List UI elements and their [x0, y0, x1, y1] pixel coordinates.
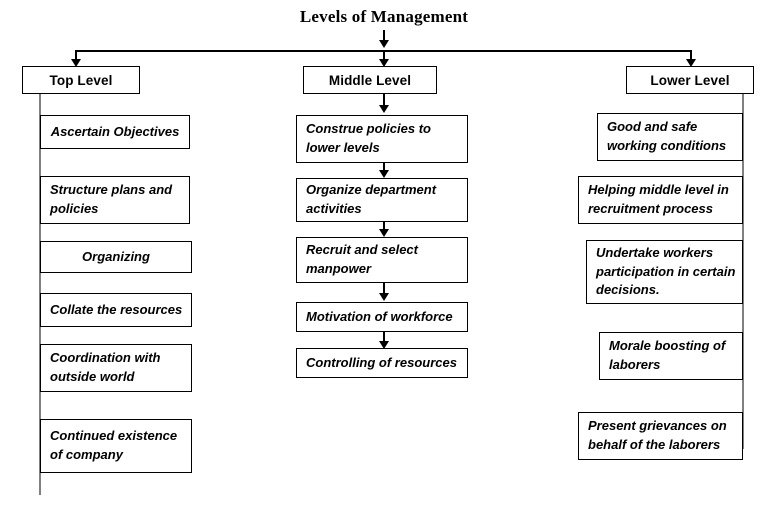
- middle-level-item-3[interactable]: Recruit and select manpower: [296, 237, 468, 283]
- lower-level-item-5[interactable]: Present grievances on behalf of the labo…: [578, 412, 743, 460]
- branch-arrowhead-middle-level: [379, 59, 389, 67]
- column-header-top-level[interactable]: Top Level: [22, 66, 140, 94]
- title-stem-line: [383, 30, 385, 42]
- top-level-item-1[interactable]: Ascertain Objectives: [40, 115, 190, 149]
- spine-line-top-level: [39, 94, 41, 495]
- branch-line-top-level: [75, 50, 77, 62]
- lower-level-item-2[interactable]: Helping middle level in recruitment proc…: [578, 176, 743, 224]
- middle-connector-arrowhead-1: [379, 170, 389, 178]
- title-stem-arrowhead: [379, 40, 389, 48]
- top-level-item-6[interactable]: Continued existence of company: [40, 419, 192, 473]
- top-level-item-5[interactable]: Coordination with outside world: [40, 344, 192, 392]
- top-level-item-3[interactable]: Organizing: [40, 241, 192, 273]
- middle-level-item-5[interactable]: Controlling of resources: [296, 348, 468, 378]
- branch-line-middle-level: [383, 50, 385, 62]
- lower-level-item-3[interactable]: Undertake workers participation in certa…: [586, 240, 743, 304]
- column-header-lower-level[interactable]: Lower Level: [626, 66, 754, 94]
- middle-connector-arrowhead-4: [379, 341, 389, 349]
- middle-level-item-2[interactable]: Organize department activities: [296, 178, 468, 222]
- page-title: Levels of Management: [299, 7, 469, 26]
- branch-arrowhead-top-level: [71, 59, 81, 67]
- middle-connector-arrowhead-0: [379, 105, 389, 113]
- branch-line-lower-level: [690, 50, 692, 62]
- middle-connector-line-3: [383, 283, 385, 296]
- top-level-item-2[interactable]: Structure plans and policies: [40, 176, 190, 224]
- middle-connector-arrowhead-2: [379, 229, 389, 237]
- middle-connector-line-1: [383, 163, 385, 173]
- lower-level-item-4[interactable]: Morale boosting of laborers: [599, 332, 743, 380]
- top-level-item-4[interactable]: Collate the resources: [40, 293, 192, 327]
- middle-level-item-1[interactable]: Construe policies to lower levels: [296, 115, 468, 163]
- middle-connector-arrowhead-3: [379, 293, 389, 301]
- lower-level-item-1[interactable]: Good and safe working conditions: [597, 113, 743, 161]
- middle-level-item-4[interactable]: Motivation of workforce: [296, 302, 468, 332]
- column-header-middle-level[interactable]: Middle Level: [303, 66, 437, 94]
- branch-arrowhead-lower-level: [686, 59, 696, 67]
- middle-connector-line-2: [383, 222, 385, 232]
- middle-connector-line-0: [383, 94, 385, 108]
- middle-connector-line-4: [383, 332, 385, 344]
